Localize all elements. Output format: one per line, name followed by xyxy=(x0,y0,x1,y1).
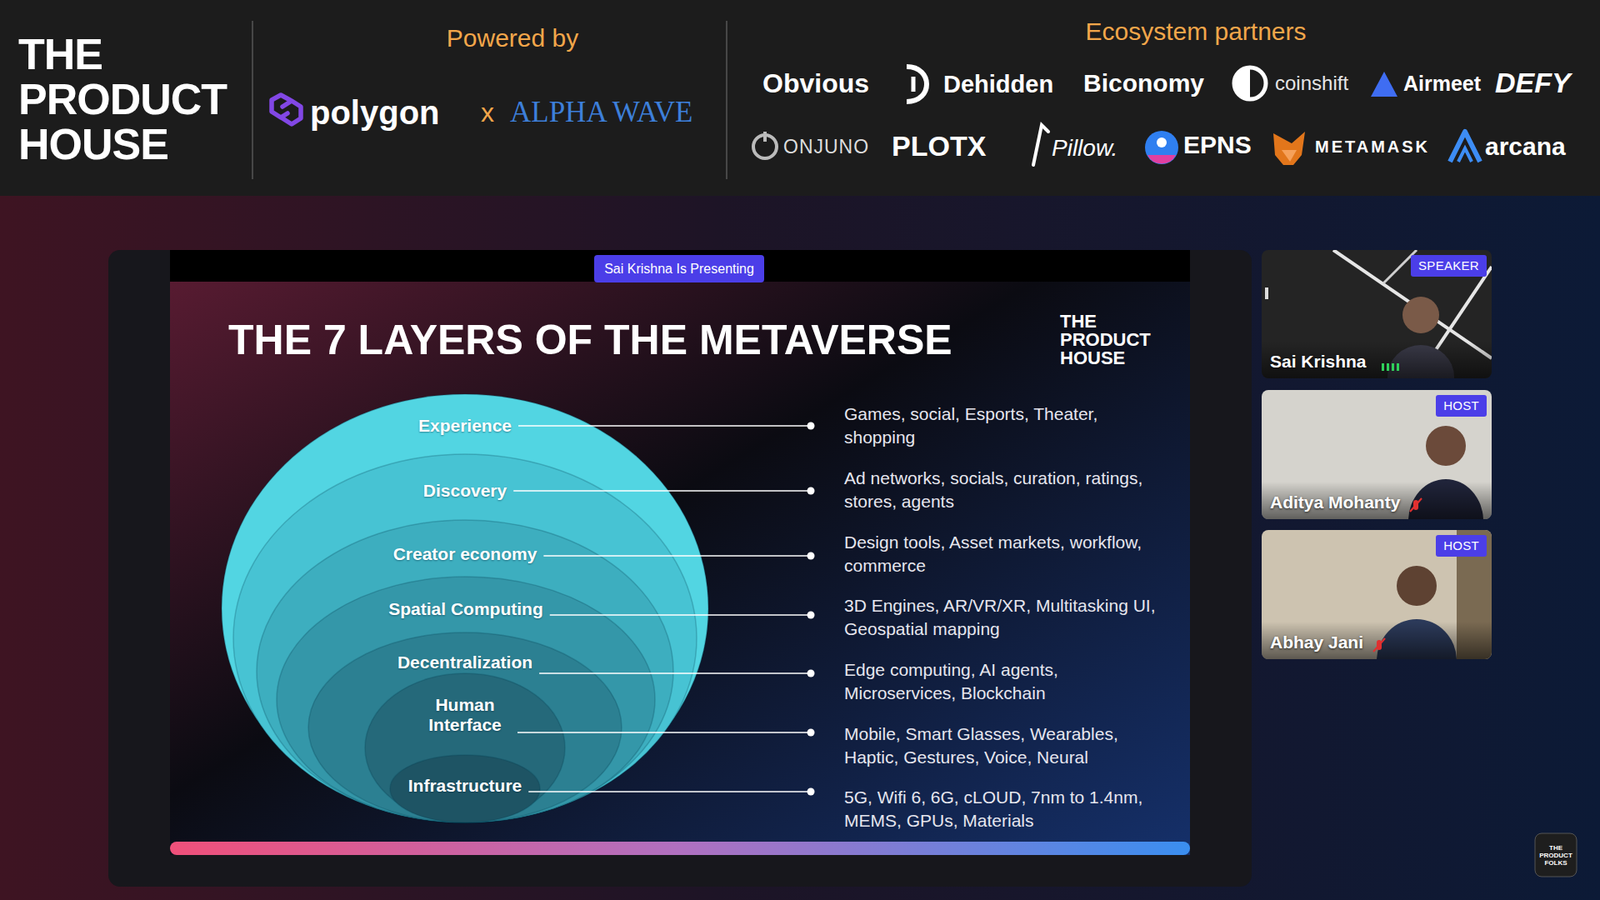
folks-logo-box xyxy=(1535,833,1577,877)
layer-ellipse: DecentralizationHuman InterfaceInfrastru… xyxy=(308,632,622,823)
partner-logo: PLOTX xyxy=(891,130,986,163)
layer-ellipse: Spatial ComputingDecentralizationHuman I… xyxy=(276,576,655,823)
ellipse-fill xyxy=(233,454,697,823)
node-text: Sai Krishna Is Presenting xyxy=(604,260,755,277)
partner-logo: Dehidden xyxy=(943,70,1054,99)
leader-dot xyxy=(807,670,815,678)
partner-icons xyxy=(753,66,1480,165)
role-badge: HOST xyxy=(1435,535,1487,557)
ellipse-fill xyxy=(276,576,655,823)
leader-dot xyxy=(807,552,815,560)
sponsor-logo: ALPHA WAVE xyxy=(510,95,693,130)
layer-ellipse: Human InterfaceInfrastructure xyxy=(365,673,565,823)
layer-description: 5G, Wifi 6, 6G, cLOUD, 7nm to 1.4nm, MEM… xyxy=(844,785,1165,833)
divider xyxy=(251,20,254,180)
host-video xyxy=(1261,530,1492,660)
ellipse-fill xyxy=(390,755,540,823)
header-bar xyxy=(0,0,1600,196)
leader-dot xyxy=(807,729,815,737)
node-text: Abhay Jani xyxy=(1270,632,1364,653)
ellipse-fill xyxy=(308,632,622,823)
header-caption: Powered by xyxy=(446,24,579,54)
leader-dot xyxy=(807,487,815,495)
video-tile: Sai Krishna SPEAKER xyxy=(1261,250,1492,379)
slide-ground xyxy=(170,250,1190,855)
node-text: Creator economy xyxy=(393,544,538,565)
layer-ellipse: Infrastructure xyxy=(390,755,540,823)
ellipse-fill xyxy=(221,394,709,823)
ellipse-fill xyxy=(256,520,674,823)
sponsor-logo: polygon xyxy=(310,93,440,132)
partner-logo: Airmeet xyxy=(1403,71,1481,96)
layer-description: Ad networks, socials, curation, ratings,… xyxy=(844,466,1165,514)
node-text: Human Interface xyxy=(419,695,511,735)
partner-logo: coinshift xyxy=(1275,71,1349,95)
role-badge: HOST xyxy=(1435,395,1487,417)
node-text: HOST xyxy=(1443,398,1480,414)
host-video xyxy=(1261,390,1492,520)
slide-title: THE 7 LAYERS OF THE METAVERSE xyxy=(228,316,953,364)
leader-line xyxy=(517,731,811,734)
corner-logo: THE PRODUCT FOLKS xyxy=(1537,844,1575,867)
node-text: Aditya Mohanty xyxy=(1270,492,1400,513)
partner-logo: EPNS xyxy=(1183,130,1252,160)
slide-logo: THE PRODUCT HOUSE xyxy=(1060,312,1160,368)
separator: x xyxy=(480,97,495,129)
leader-dot xyxy=(807,611,815,620)
mic-muted-icon xyxy=(1373,498,1422,652)
layer-ellipse: DiscoveryCreator economySpatial Computin… xyxy=(233,454,697,823)
role-badge: SPEAKER xyxy=(1410,255,1487,277)
partner-logo: ONJUNO xyxy=(783,135,870,158)
layer-description: Edge computing, AI agents, Microservices… xyxy=(844,658,1165,705)
leader-dot xyxy=(807,788,815,796)
leader-line xyxy=(543,555,811,557)
partner-logo: Pillow. xyxy=(1051,135,1118,162)
presenting-badge: Sai Krishna Is Presenting xyxy=(594,255,765,283)
layer-description: 3D Engines, AR/VR/XR, Multitasking UI, G… xyxy=(844,594,1165,641)
node-text: Experience xyxy=(418,415,512,436)
partner-logo: DEFY xyxy=(1495,66,1571,100)
layer-description: Mobile, Smart Glasses, Wearables, Haptic… xyxy=(844,722,1165,770)
leader-line xyxy=(528,790,811,793)
layer-ellipse: Creator economySpatial ComputingDecentra… xyxy=(256,520,674,823)
gradient-bar xyxy=(170,841,1190,855)
partner-logo: Obvious xyxy=(762,68,870,100)
partner-logo: Biconomy xyxy=(1083,69,1205,99)
leader-line xyxy=(539,672,811,675)
node-text: SPEAKER xyxy=(1418,258,1480,274)
polygon-icon xyxy=(271,95,301,125)
layer-ellipse: ExperienceDiscoveryCreator economySpatia… xyxy=(221,394,709,823)
partner-logo: METAMASK xyxy=(1315,137,1430,157)
layer-description: Games, social, Esports, Theater, shoppin… xyxy=(844,402,1165,450)
leader-line xyxy=(518,425,811,427)
node-text: Sai Krishna xyxy=(1270,351,1367,372)
leader-dot xyxy=(807,422,815,430)
node-text: Discovery xyxy=(423,480,507,501)
header-caption: Ecosystem partners xyxy=(1085,17,1306,47)
partner-logo: arcana xyxy=(1485,132,1566,162)
layer-description: Design tools, Asset markets, workflow, c… xyxy=(844,530,1165,578)
node-text: Infrastructure xyxy=(408,775,523,796)
video-tile: Aditya Mohanty HOST xyxy=(1261,390,1492,520)
leader-line xyxy=(550,614,811,616)
brand-logo: THE PRODUCT HOUSE xyxy=(18,31,244,167)
node-text: HOST xyxy=(1443,538,1480,554)
speaker-video xyxy=(1261,250,1492,379)
audio-bars xyxy=(1381,363,1400,371)
node-text: Decentralization xyxy=(397,652,533,673)
node-text: Spatial Computing xyxy=(388,599,544,620)
divider xyxy=(725,20,728,180)
slide-top-strip xyxy=(170,250,1190,282)
leader-line xyxy=(513,490,811,492)
ellipse-fill xyxy=(365,673,565,823)
video-tile: Abhay Jani HOST xyxy=(1261,530,1492,660)
share-panel xyxy=(108,250,1252,887)
